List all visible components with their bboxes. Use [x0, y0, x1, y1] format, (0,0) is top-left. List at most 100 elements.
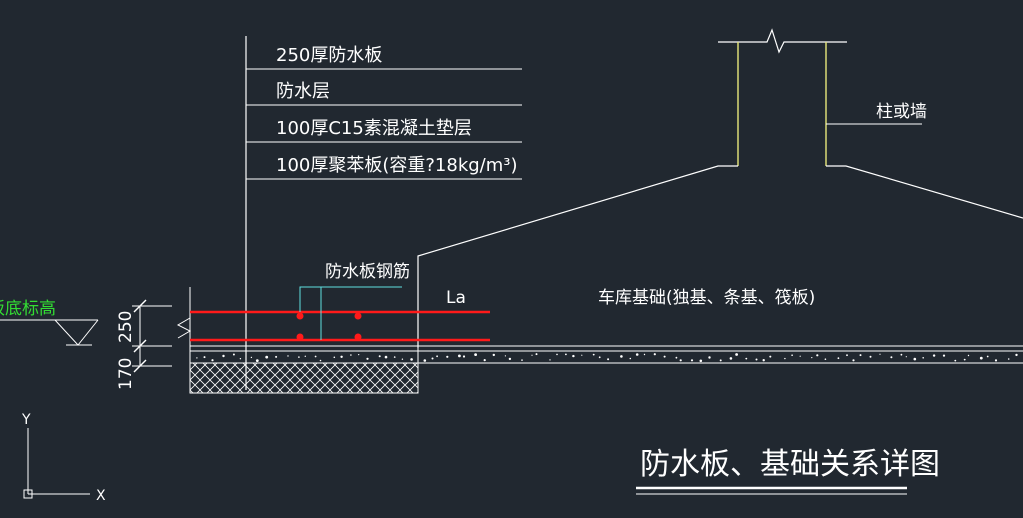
drawing-title-text: 防水板、基础关系详图	[640, 447, 940, 482]
cushion-speckle	[745, 357, 748, 360]
cushion-speckle	[250, 356, 253, 359]
cushion-speckle	[423, 359, 427, 362]
cushion-speckle	[431, 357, 434, 360]
cushion-speckle	[304, 355, 306, 357]
cushion-speckle	[462, 355, 466, 358]
cushion-speckle	[384, 355, 388, 359]
cushion-speckle	[942, 354, 946, 357]
slab-section	[176, 287, 1023, 394]
elevation-triangle	[54, 319, 99, 346]
cushion-speckle	[333, 356, 336, 359]
cushion-speckle	[410, 358, 413, 361]
cushion-speckle	[900, 353, 903, 356]
cushion-speckle	[366, 357, 369, 360]
rebar-dot	[354, 333, 362, 341]
slab-rebar-label: 防水板钢筋	[325, 262, 410, 282]
cushion-speckle	[549, 359, 551, 361]
foundation-right-slope	[826, 165, 1023, 219]
cushion-speckle	[869, 355, 872, 358]
ucs-x-label: X	[96, 488, 106, 504]
cushion-speckle	[846, 354, 848, 357]
cushion-speckle	[769, 355, 772, 358]
cushion-speckle	[508, 357, 512, 361]
rebar-dot	[354, 312, 362, 320]
cushion-speckle	[581, 354, 583, 356]
cushion-speckle	[663, 355, 666, 358]
cushion-speckle	[319, 359, 322, 362]
cushion-speckle	[275, 355, 278, 358]
cushion-speckle	[492, 353, 495, 357]
elevation-label: 板底标高	[0, 299, 56, 319]
dimension-tick	[133, 339, 147, 353]
cushion-speckle	[643, 353, 646, 356]
elevation-marker: 板底标高	[0, 299, 99, 346]
slab-rebar: 防水板钢筋	[190, 262, 490, 342]
dimension-170-label: 170	[116, 358, 136, 390]
cushion-speckle	[729, 357, 733, 360]
cushion-speckle	[504, 355, 506, 357]
cushion-speckle	[699, 359, 703, 363]
cushion-speckle	[232, 353, 235, 356]
dimension-group: 250 170	[116, 299, 172, 390]
cushion-speckle	[719, 359, 722, 362]
cushion-speckle	[535, 353, 538, 356]
ucs-origin-box	[23, 489, 33, 499]
cushion-speckle	[393, 356, 396, 358]
rebar-dot	[296, 333, 304, 341]
column-or-wall-label: 柱或墙	[876, 102, 927, 122]
cushion-speckle	[598, 356, 601, 359]
cushion-speckle	[350, 354, 352, 356]
cushion-speckle	[265, 355, 269, 359]
cushion-speckle	[287, 355, 289, 357]
cushion-speckle	[979, 356, 983, 360]
layer-legend: 250厚防水板 防水层 100厚C15素混凝土垫层 100厚聚苯板(容重?18k…	[245, 36, 522, 390]
cushion-speckle	[222, 354, 225, 358]
cushion-speckle	[474, 353, 477, 356]
cushion-speckle	[211, 359, 214, 362]
cushion-speckle	[762, 359, 765, 362]
cushion-speckle	[629, 357, 632, 360]
cushion-speckle	[521, 359, 523, 361]
cushion-speckle	[592, 353, 595, 356]
cushion-speckle	[675, 356, 678, 359]
dimension-tick	[133, 299, 147, 313]
cushion-speckle	[913, 357, 917, 361]
cushion-speckle	[1007, 358, 1010, 360]
ucs-icon[interactable]: Y X	[21, 412, 106, 504]
cushion-speckle	[620, 355, 623, 358]
soil-hatch	[189, 362, 419, 394]
cushion-speckle	[922, 357, 924, 359]
rebar-leader-1	[299, 286, 402, 312]
cushion-speckle	[196, 357, 198, 359]
anchorage-length-label: La	[446, 288, 466, 308]
cushion-speckle	[967, 354, 970, 357]
ucs-y-label: Y	[21, 412, 31, 428]
cushion-speckle	[890, 356, 893, 359]
cushion-speckle	[905, 356, 907, 358]
cushion-speckle	[203, 356, 206, 359]
cushion-speckle	[879, 353, 881, 355]
cushion-speckle	[653, 353, 656, 356]
cushion-speckle	[824, 358, 827, 361]
cushion-speckle	[1015, 353, 1018, 357]
cushion-speckle	[635, 353, 639, 356]
dimension-tick	[133, 359, 147, 373]
cushion-speckle	[799, 355, 801, 357]
cushion-speckle	[963, 358, 966, 361]
cushion-speckle	[811, 357, 813, 359]
cushion-speckle	[932, 354, 936, 357]
cushion-speckle	[735, 353, 738, 356]
cushion-speckle	[314, 355, 317, 358]
cushion-speckle	[679, 359, 682, 362]
cushion-speckle	[784, 357, 786, 360]
dimension-250-label: 250	[116, 311, 136, 343]
slab-break-mark	[176, 317, 192, 339]
drawing-title: 防水板、基础关系详图	[636, 447, 940, 495]
cushion-speckle	[458, 354, 461, 358]
cushion-speckle	[852, 359, 855, 362]
cushion-speckle	[298, 356, 300, 358]
rebar-dot	[296, 312, 304, 320]
cushion-speckle	[255, 359, 259, 362]
cushion-speckle	[572, 354, 575, 358]
